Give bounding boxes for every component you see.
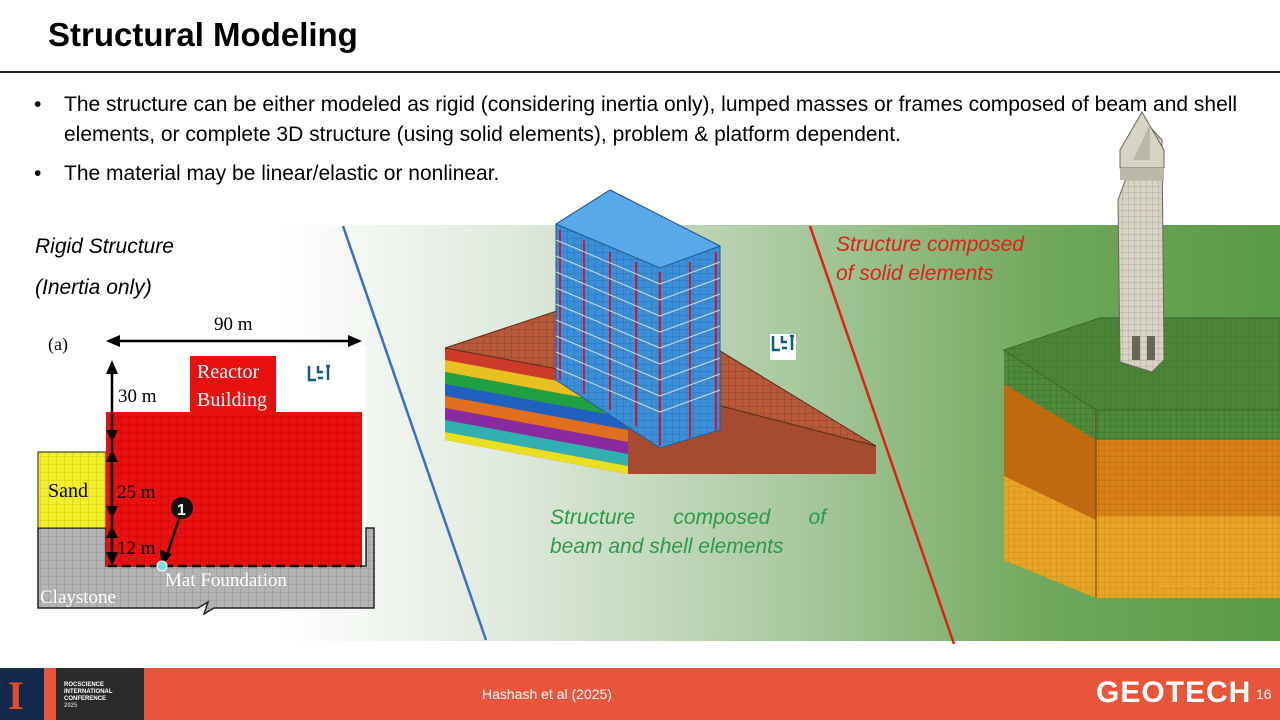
width-dimension: 90 m [214,314,253,335]
reactor-top [190,356,276,412]
solid-caption: Structure composed of solid elements [836,230,1024,288]
height-low-dimension: 12 m [117,538,156,559]
solid-caption-line2: of solid elements [836,262,994,285]
mat-foundation-label: Mat Foundation [165,570,287,591]
sand-label: Sand [48,480,88,502]
panel-label: (a) [48,334,68,355]
citation: (de Silva et al., 2018) [1156,578,1260,590]
ls-dyna-logo-frame [770,334,796,360]
sensor-point [156,560,168,572]
conf-line-2: INTERNATIONAL [64,689,113,695]
blue-divider-line [341,225,488,641]
title-underline [0,71,1280,73]
conf-line-3: CONFERENCE [64,696,107,702]
footer-credit: Hashash et al (2025) [482,686,612,702]
bullet-list: • The structure can be either modeled as… [34,90,1259,198]
geotech-logo: GEOTECH [1096,676,1252,709]
bullet-text: The material may be linear/elastic or no… [64,162,500,185]
rigid-structure-label: Rigid Structure [35,235,174,258]
height-top-dimension: 30 m [118,386,157,407]
red-divider-line [808,225,956,645]
frame-building-model [444,189,877,474]
illinois-logo: I [0,668,44,720]
beam-shell-caption-line1: Structure composed of [550,506,826,529]
beam-shell-caption-line2: beam and shell elements [550,535,784,558]
bullet-dot: • [34,162,42,185]
slide-title: Structural Modeling [48,16,358,53]
slide-number: 16 [1256,686,1272,702]
conference-badge: ROCSCIENCE INTERNATIONAL CONFERENCE 2025 [56,668,144,720]
illinois-i-icon: I [8,673,24,718]
bullet-text: The structure can be either modeled as r… [64,93,1238,146]
conf-year: 2025 [64,703,78,709]
reactor-label: Reactor [197,361,260,383]
marker-circle [171,497,193,519]
beam-shell-caption: Structure composed of beam and shell ele… [550,503,826,561]
bullet-dot: • [34,93,42,116]
inertia-only-label: (Inertia only) [35,276,152,299]
rigid-structure-diagram: (a) 90 m 30 m 25 m 12 m Reactor Building… [37,314,375,616]
sand-layer [37,451,107,529]
footer-bar [0,668,1280,720]
bullet-item: • The structure can be either modeled as… [34,90,1259,150]
bullet-item: • The material may be linear/elastic or … [34,159,1259,189]
conf-line-1: ROCSCIENCE [64,682,105,688]
dimension-arrows [106,335,362,566]
building-label: Building [197,389,267,411]
reactor-building-block [106,356,362,566]
ls-dyna-logo [306,364,332,390]
solid-tower-model [1002,111,1280,598]
height-mid-dimension: 25 m [117,482,156,503]
solid-caption-line1: Structure composed [836,233,1024,256]
marker-number: 1 [177,502,186,519]
claystone-label: Claystone [40,587,116,608]
